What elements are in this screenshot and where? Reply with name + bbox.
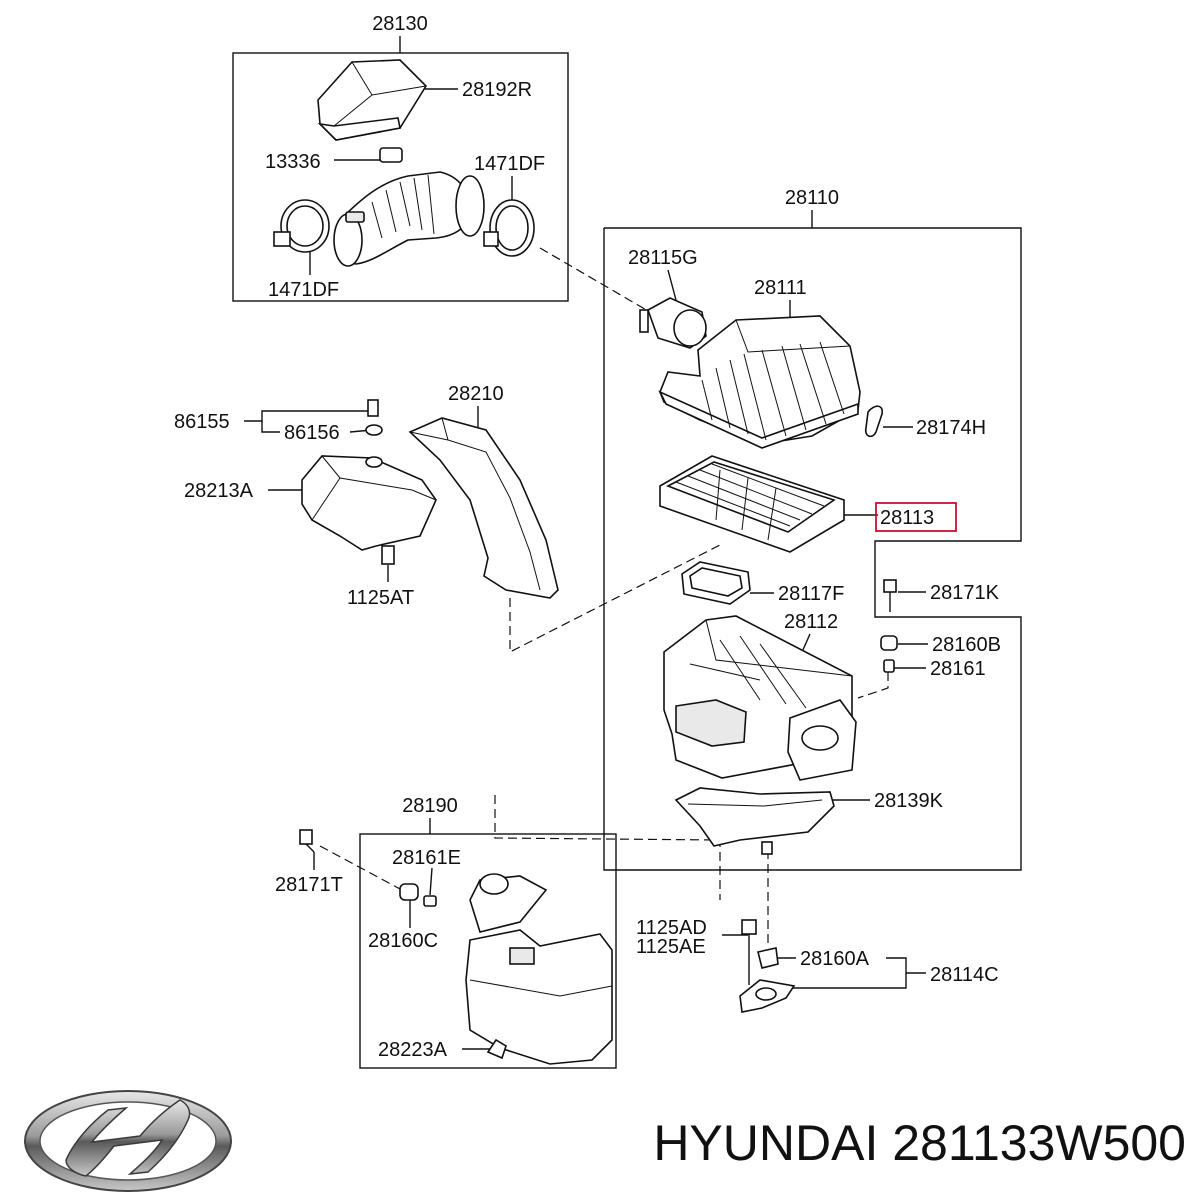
part-number-caption: HYUNDAI 281133W500 xyxy=(653,1115,1186,1171)
bolt-28171K xyxy=(883,579,897,612)
bracket-28114C xyxy=(739,979,796,1013)
leader-86155-bracket xyxy=(244,410,372,422)
label-28171K: 28171K xyxy=(930,582,1000,604)
label-1471DF-b: 1471DF xyxy=(268,279,339,301)
resonator-body-28190 xyxy=(465,873,613,1065)
housing-28112 xyxy=(663,615,857,781)
bolt-86155 xyxy=(367,399,379,417)
label-28192R: 28192R xyxy=(462,79,532,101)
leader-28112 xyxy=(801,633,811,653)
duct-28115G xyxy=(639,297,707,349)
grommet-28160C xyxy=(399,883,419,901)
label-13336: 13336 xyxy=(265,151,321,173)
label-28161: 28161 xyxy=(930,658,986,680)
leader-28115G xyxy=(667,269,677,301)
leader-86156 xyxy=(261,421,280,433)
label-28174H: 28174H xyxy=(916,417,986,439)
dash-line-duct-to-housing xyxy=(509,544,721,653)
label-28112: 28112 xyxy=(784,611,838,633)
label-28114C: 28114C xyxy=(930,964,999,986)
label-28161E: 28161E xyxy=(392,847,461,869)
dash-line-hose-to-cover xyxy=(539,247,656,316)
label-28139K: 28139K xyxy=(874,790,944,812)
label-1125AT: 1125AT xyxy=(347,587,414,609)
label-28190: 28190 xyxy=(402,795,458,817)
resonator-cover-28192R xyxy=(317,59,428,141)
washer-86156 xyxy=(365,424,383,436)
bolt-28171T xyxy=(299,829,315,853)
label-28171T: 28171T xyxy=(275,874,343,896)
intake-hose xyxy=(333,171,485,267)
bolt-1125AD xyxy=(741,919,757,985)
hose-clamp-1471DF-left xyxy=(273,199,330,253)
label-28113: 28113 xyxy=(880,507,934,529)
seal-28117F xyxy=(681,561,751,605)
label-1471DF-a: 1471DF xyxy=(474,153,545,175)
label-28213A: 28213A xyxy=(184,480,254,502)
label-86156: 86156 xyxy=(284,422,340,444)
label-28160B: 28160B xyxy=(932,634,1001,656)
cleaner-cover-28111 xyxy=(658,315,861,449)
duct-28139K xyxy=(674,787,835,855)
bolt-1125AT xyxy=(381,545,395,565)
grommet-28160B xyxy=(880,635,898,651)
hyundai-logo-icon xyxy=(24,1090,232,1192)
dash-line-bolt-28171t xyxy=(319,845,403,891)
clip-28174H xyxy=(864,405,884,438)
group-box-28190 xyxy=(359,833,617,1069)
label-28110: 28110 xyxy=(785,187,839,209)
highlight-box-28113 xyxy=(875,502,957,532)
dash-line-28161-to-housing xyxy=(857,672,889,699)
air-duct-28210 xyxy=(408,417,559,599)
label-1125AE: 1125AE xyxy=(636,936,706,958)
label-28115G: 28115G xyxy=(628,247,698,269)
group-box-28110 xyxy=(603,227,1022,871)
label-1125AD: 1125AD xyxy=(636,917,707,939)
label-28111: 28111 xyxy=(754,277,807,299)
resonator-28213A xyxy=(301,455,437,551)
clip-28223A xyxy=(486,1038,507,1060)
pin-28161E xyxy=(423,895,437,907)
label-28130: 28130 xyxy=(372,13,428,35)
grommet-28160A xyxy=(757,947,779,969)
leader-28161E xyxy=(429,867,433,896)
label-28160A: 28160A xyxy=(800,948,870,970)
label-28210: 28210 xyxy=(448,383,504,405)
label-28160C: 28160C xyxy=(368,930,438,952)
dash-line-housing-to-resonator xyxy=(494,795,721,900)
clip-13336 xyxy=(379,147,403,163)
label-28117F: 28117F xyxy=(778,583,844,605)
pin-28161 xyxy=(883,659,895,673)
filter-element-28113 xyxy=(659,455,845,553)
label-28223A: 28223A xyxy=(378,1039,448,1061)
label-86155: 86155 xyxy=(174,411,230,433)
hose-clamp-1471DF-right xyxy=(483,199,535,257)
